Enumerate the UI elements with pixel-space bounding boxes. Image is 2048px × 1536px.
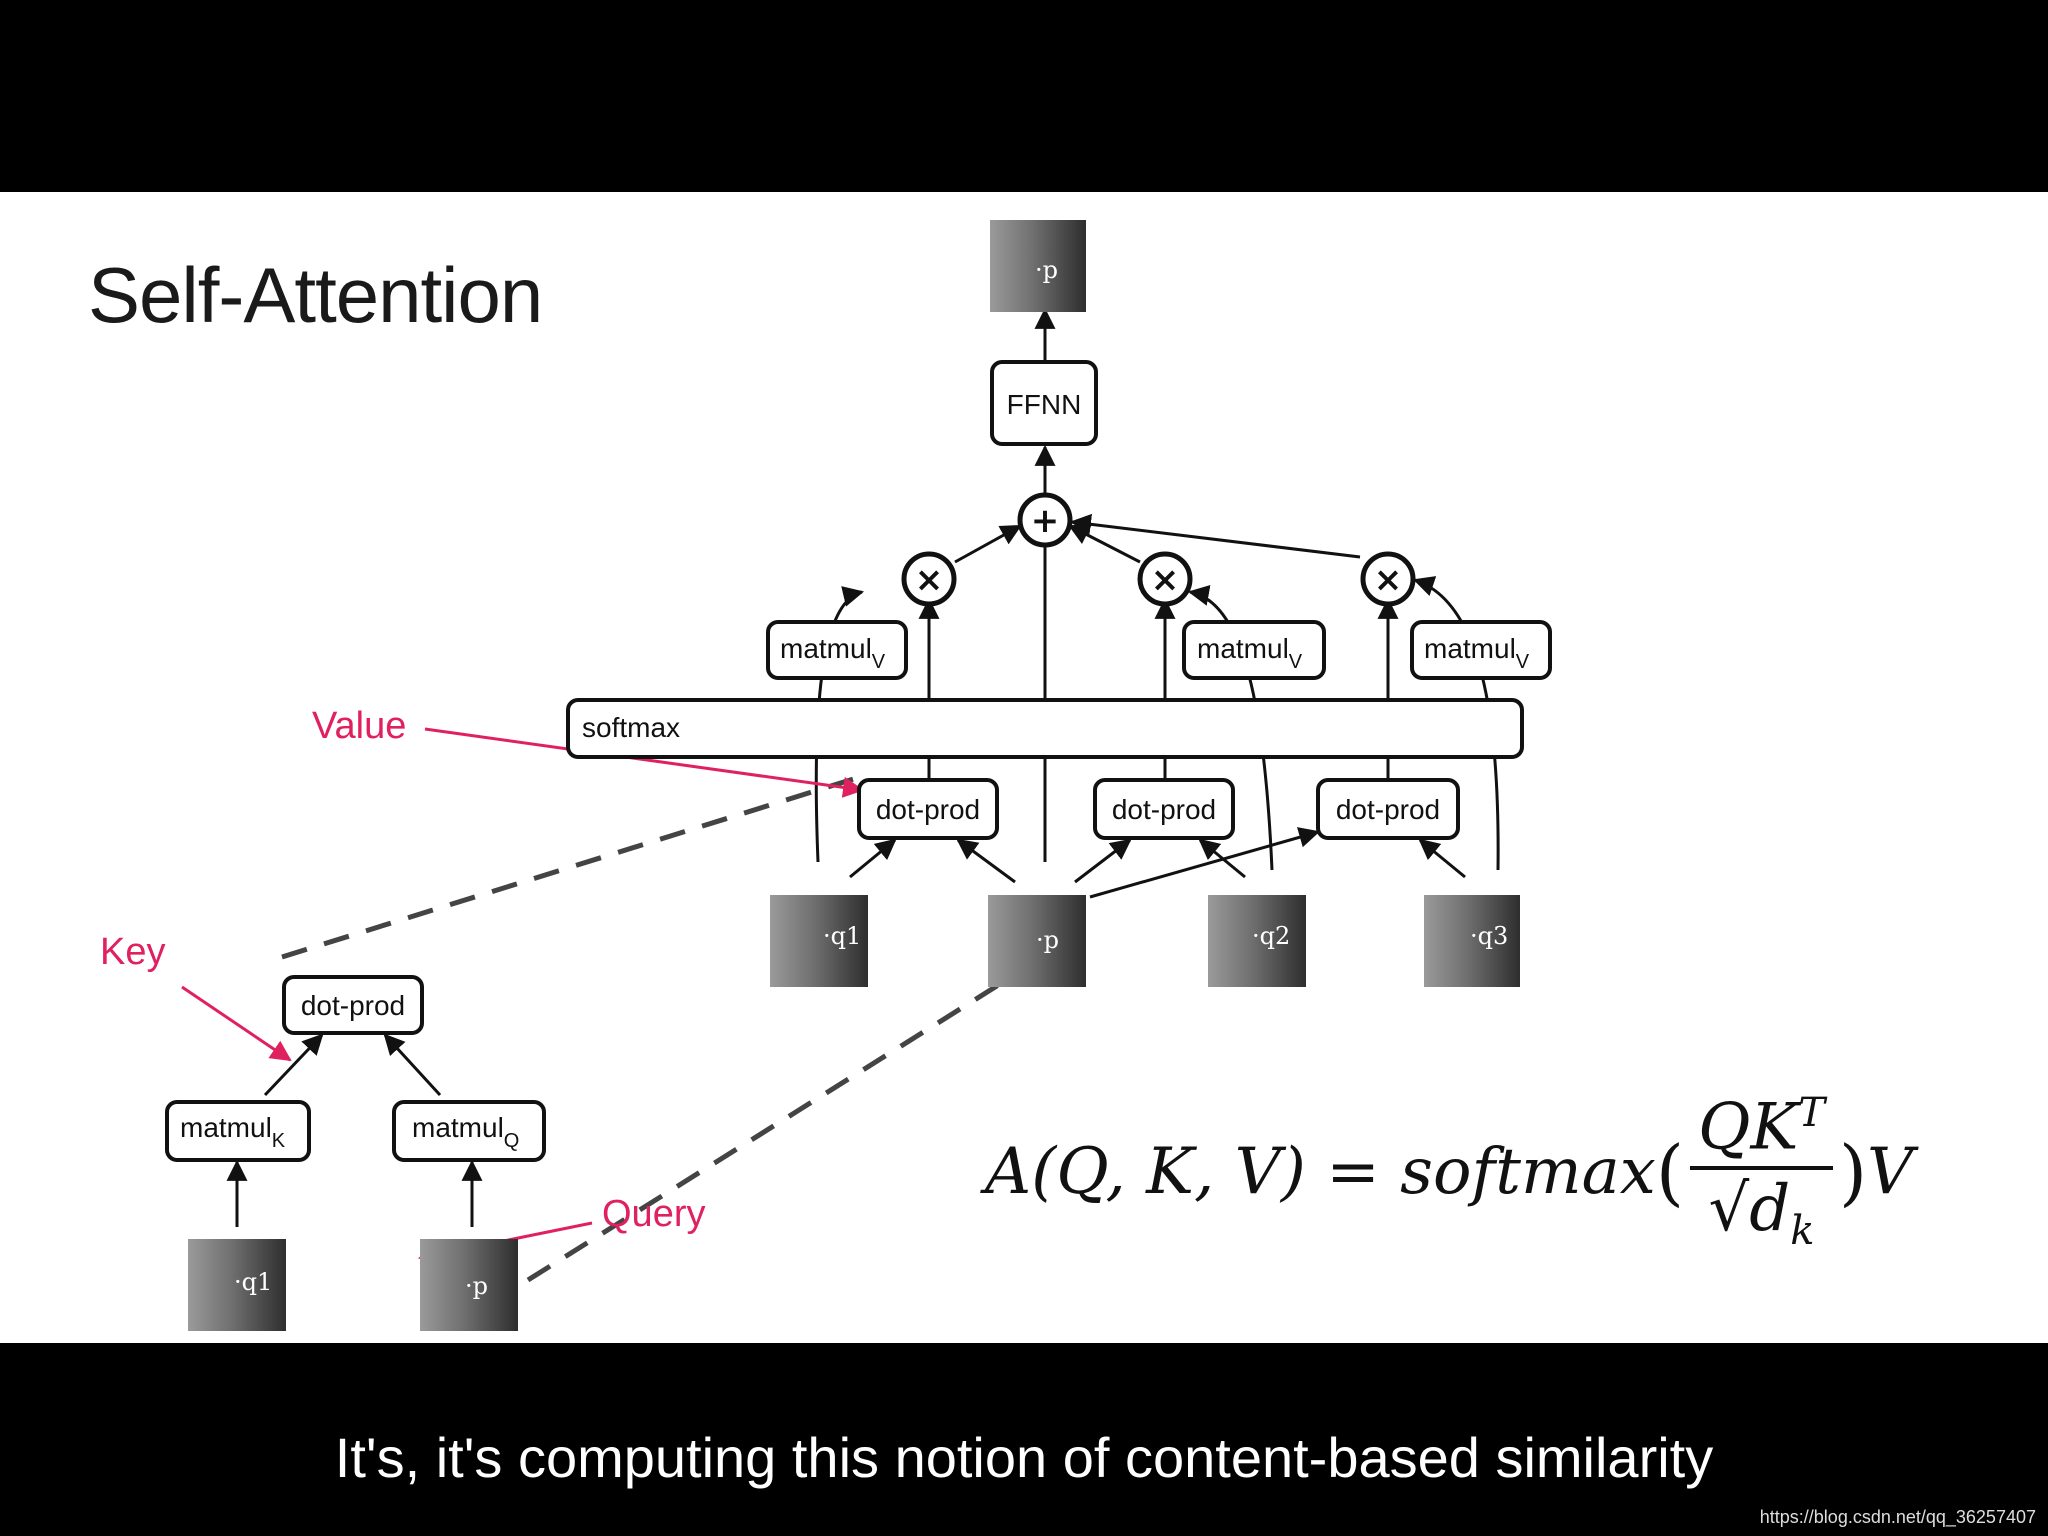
matmul-k-box: matmulK [165,1100,311,1162]
svg-text:matmulV: matmulV [1197,633,1303,673]
dot-prod-box: dot-prod [857,778,999,840]
svg-text:dot-prod: dot-prod [301,990,405,1021]
value-pointer [424,727,865,798]
matmul-v-box: matmulV [766,620,908,680]
detail-token-p: ·p [420,1239,518,1331]
svg-text:matmulV: matmulV [780,633,886,673]
svg-text:×: × [1151,560,1180,600]
watermark: https://blog.csdn.net/qq_36257407 [1759,1507,2036,1527]
multiply-operator: × [1360,551,1416,607]
matmul-v-box: matmulV [1182,620,1326,680]
svg-text:×: × [915,560,944,600]
detail-token-q1: ·q1 [188,1239,286,1331]
svg-text:matmulV: matmulV [1424,633,1530,673]
svg-text:·p: ·p [1036,926,1059,954]
input-token-q3: ·q3 [1424,895,1520,987]
input-token-p: ·p [988,895,1086,987]
input-token-q1: ·q1 [770,895,868,987]
attention-formula: A(Q, K, V) = softmax ( QKT √dk ) V [985,1089,1914,1255]
sum-operator: + [1017,492,1073,548]
zoom-dashed-line [526,981,1002,1283]
slide-title: Self-Attention [88,251,543,339]
output-token-p: ·p [990,220,1086,312]
dot-prod-box: dot-prod [1093,778,1235,840]
input-token-q2: ·q2 [1208,895,1306,987]
svg-text:·q1: ·q1 [234,1268,272,1296]
svg-text:matmulK: matmulK [180,1112,286,1152]
matmul-v-box: matmulV [1410,620,1552,680]
svg-text:·q1: ·q1 [823,922,861,950]
svg-text:·p: ·p [1035,256,1058,284]
dot-prod-box: dot-prod [1316,778,1460,840]
svg-text:dot-prod: dot-prod [1336,794,1440,825]
multiply-operator: × [1137,551,1193,607]
softmax-bar: softmax [566,698,1524,759]
svg-text:softmax: softmax [582,712,680,743]
matmul-q-box: matmulQ [392,1100,546,1162]
zoom-dashed-line [281,774,861,960]
multiply-operator: × [901,551,957,607]
video-subtitle: It's, it's computing this notion of cont… [334,1426,1714,1489]
svg-text:·q2: ·q2 [1252,922,1290,950]
formula-fraction: QKT √dk [1689,1090,1833,1254]
svg-text:·p: ·p [465,1272,488,1300]
slide: Self-Attention [0,192,2048,1343]
svg-text:dot-prod: dot-prod [876,794,980,825]
attention-diagram: ·p FFNN + × × × matmulV [100,220,1552,1331]
formula-rhs: V [1867,1135,1914,1209]
svg-text:+: + [1031,501,1060,541]
query-label: Query [602,1193,705,1235]
detail-dot-prod-box: dot-prod [282,975,424,1035]
svg-text:×: × [1374,560,1403,600]
key-pointer [181,985,292,1062]
ffnn-box: FFNN [990,360,1098,446]
formula-lhs: A(Q, K, V) = softmax [985,1135,1656,1209]
key-label: Key [100,931,165,973]
svg-text:FFNN: FFNN [1007,389,1082,420]
svg-text:dot-prod: dot-prod [1112,794,1216,825]
svg-text:matmulQ: matmulQ [412,1112,519,1152]
value-label: Value [312,705,406,747]
svg-text:·q3: ·q3 [1470,922,1508,950]
